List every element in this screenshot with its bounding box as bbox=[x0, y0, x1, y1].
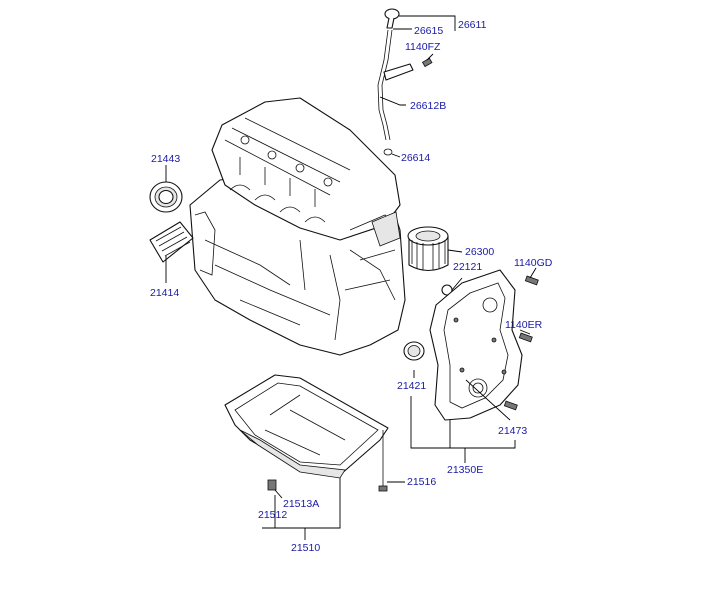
part-number-21414: 21414 bbox=[150, 287, 179, 299]
part-number-26615: 26615 bbox=[414, 25, 443, 37]
part-number-26300: 26300 bbox=[465, 246, 494, 258]
part-number-21512: 21512 bbox=[258, 509, 287, 521]
part-labels: 26611 26615 1140FZ 26612B 26614 21443 21… bbox=[150, 19, 553, 554]
oil-pan-drawing bbox=[224, 374, 389, 492]
part-number-21350E: 21350E bbox=[447, 464, 483, 476]
part-number-21510: 21510 bbox=[291, 542, 320, 554]
part-number-22121: 22121 bbox=[453, 261, 482, 273]
timing-cover-drawing bbox=[429, 269, 539, 421]
front-oil-seal-drawing bbox=[403, 341, 425, 361]
dipstick-drawing bbox=[377, 8, 433, 156]
oil-baffle-drawing bbox=[149, 221, 194, 263]
part-number-21516: 21516 bbox=[407, 476, 436, 488]
part-number-21473: 21473 bbox=[498, 425, 527, 437]
engine-block-drawing bbox=[189, 97, 406, 356]
part-number-26611: 26611 bbox=[458, 19, 487, 31]
part-number-1140GD: 1140GD bbox=[514, 257, 553, 269]
part-number-1140FZ: 1140FZ bbox=[405, 41, 441, 53]
oil-filter-drawing bbox=[407, 226, 449, 272]
rear-oil-seal-drawing bbox=[149, 181, 183, 213]
part-number-1140ER: 1140ER bbox=[505, 319, 543, 331]
part-number-26612B: 26612B bbox=[410, 100, 446, 112]
part-number-21421: 21421 bbox=[397, 380, 426, 392]
part-number-26614: 26614 bbox=[401, 152, 430, 164]
part-number-21513A: 21513A bbox=[283, 498, 319, 510]
leader-lines bbox=[165, 15, 537, 540]
part-number-21443: 21443 bbox=[151, 153, 180, 165]
